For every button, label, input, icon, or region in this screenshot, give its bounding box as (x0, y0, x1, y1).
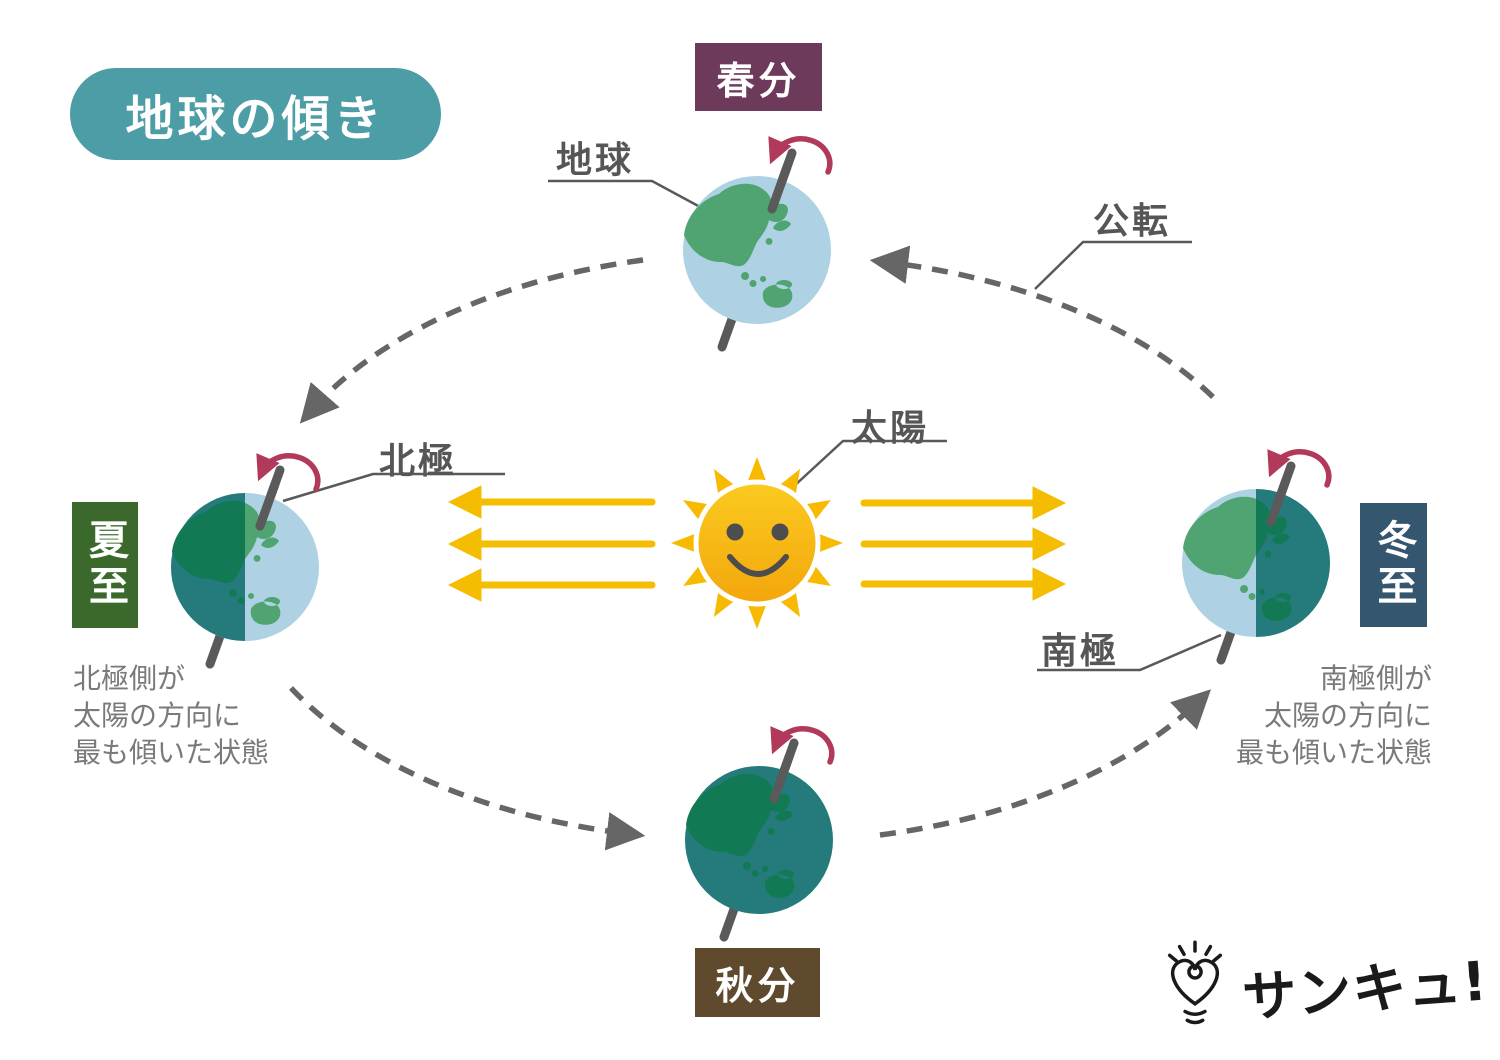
season-badge-summer: 夏至 (72, 502, 138, 628)
north-pole-label-connector (282, 472, 505, 503)
season-badge-winter: 冬至 (1360, 503, 1427, 627)
south-pole-label: 南極 (1041, 631, 1120, 672)
earth-label-connector (548, 179, 703, 210)
earth-globe-icon-spring (683, 139, 831, 347)
revolution-label-connector (1034, 240, 1192, 290)
season-badge-spring: 春分 (695, 43, 822, 111)
earth-globe-icon-summer (171, 456, 319, 664)
sun-label-connector (792, 439, 947, 488)
sun-core (693, 479, 821, 607)
sunlight-arrows-right (860, 486, 1067, 601)
sun-eye-left (726, 523, 744, 541)
orbit-arc-top-left (299, 257, 644, 424)
earth-globe-icon-winter (1182, 452, 1330, 660)
brand-logo: サンキュ! (1162, 940, 1490, 1029)
heart-lightbulb-logo-icon (1167, 940, 1223, 1025)
sun-smile (727, 554, 789, 577)
orbit-arc-bottom-right (879, 689, 1212, 838)
orbit-arc-top-right (869, 245, 1215, 399)
earth-globe-icon-autumn (685, 729, 833, 937)
north-pole-label: 北極 (379, 441, 458, 482)
revolution-label: 公転 (1093, 201, 1172, 242)
orbit-path (288, 245, 1215, 851)
summer-solstice-note: 北極側が 太陽の方向に 最も傾いた状態 (73, 662, 270, 769)
orbit-arc-bottom-left (288, 686, 646, 851)
sun-eye-right (771, 523, 789, 541)
label-connectors (282, 179, 1222, 672)
sun-face-icon (671, 457, 843, 629)
season-badge-autumn: 秋分 (695, 948, 820, 1017)
brand-logo-text: サンキュ! (1240, 948, 1490, 1029)
sunlight-arrows-left (447, 485, 656, 602)
earth-label: 地球 (556, 140, 635, 181)
page-title: 地球の傾き (70, 68, 441, 160)
winter-solstice-note: 南極側が 太陽の方向に 最も傾いた状態 (1235, 662, 1432, 769)
sun-label: 太陽 (851, 408, 930, 449)
south-pole-label-connector (1037, 633, 1222, 672)
